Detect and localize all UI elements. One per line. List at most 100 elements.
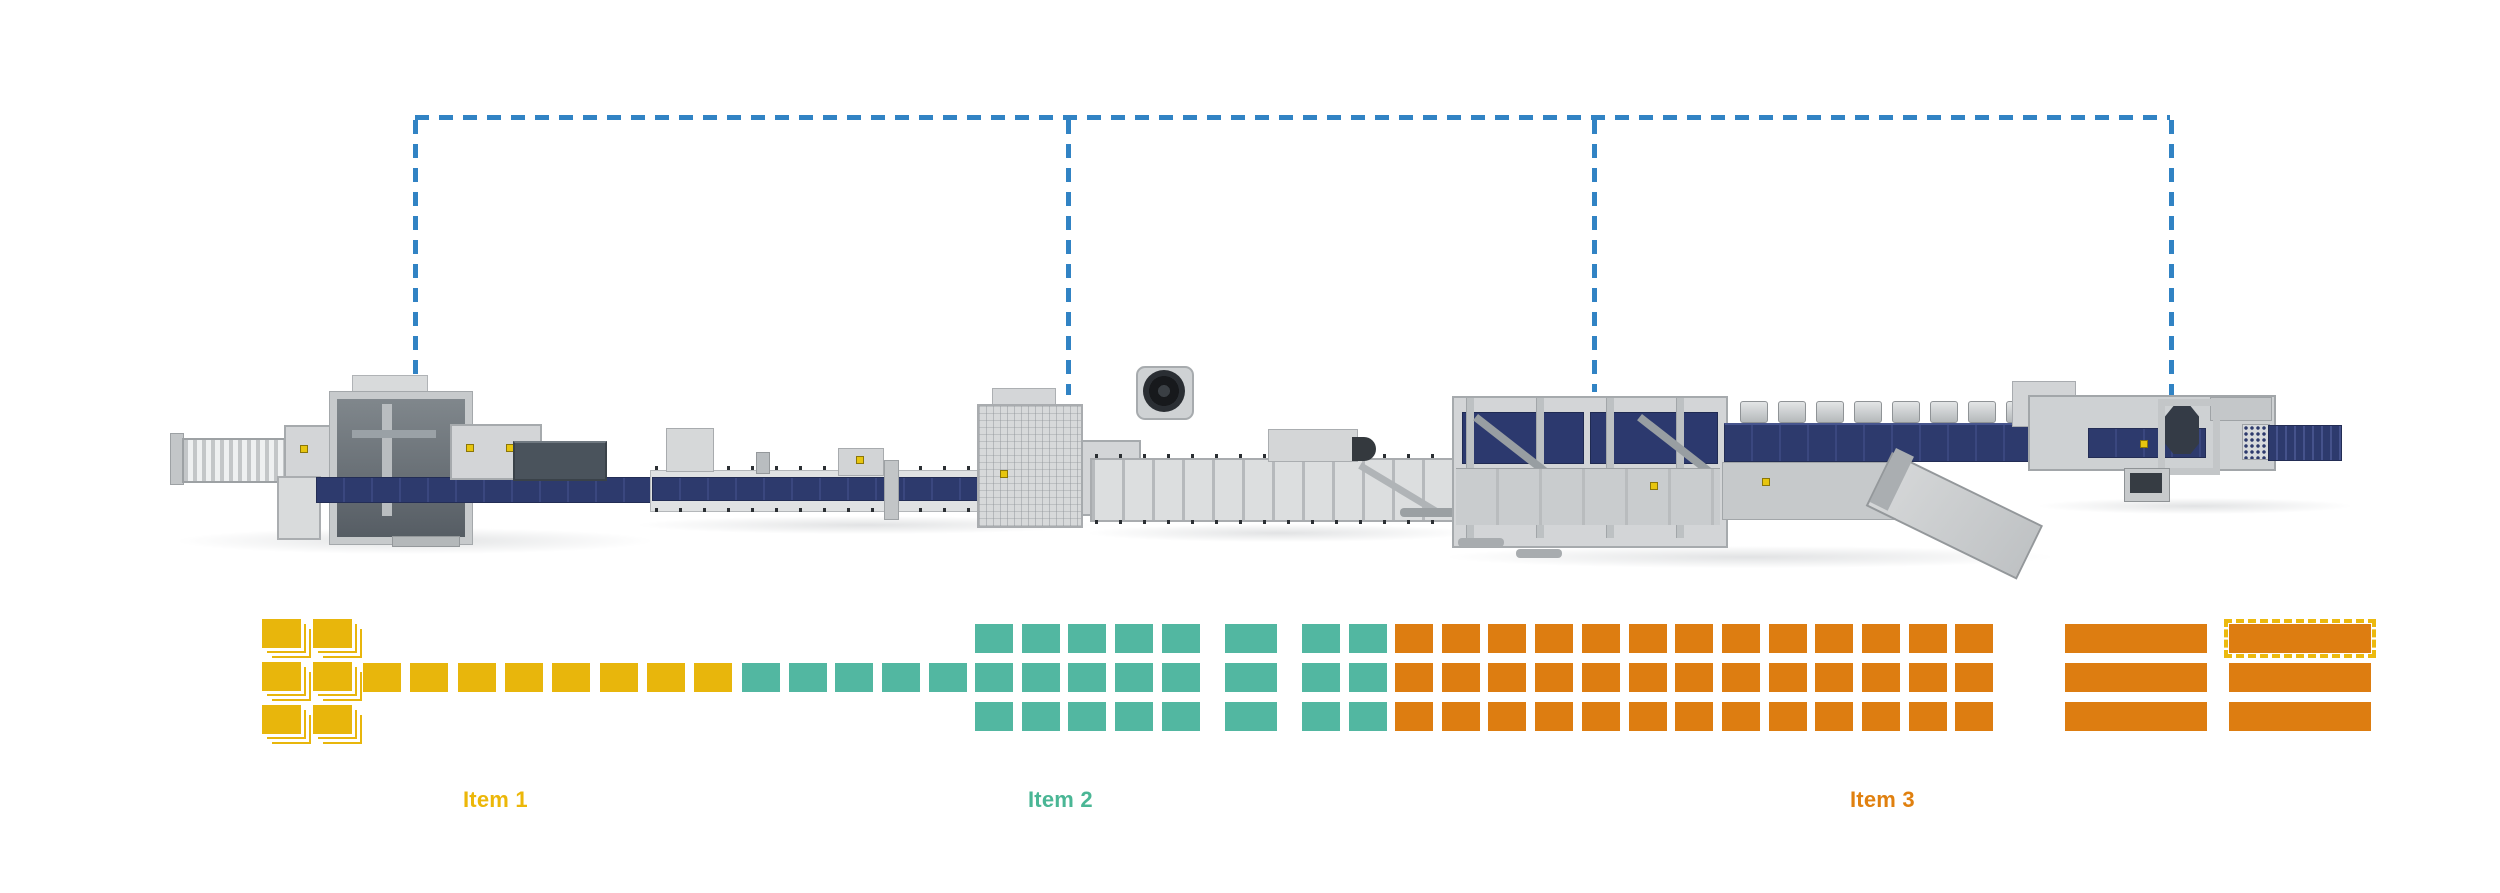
item2-grid-2-unit bbox=[1348, 702, 1387, 731]
roller-bolts bbox=[655, 508, 977, 512]
casepacker-portal-window bbox=[2165, 406, 2199, 454]
floor-shadow bbox=[1090, 524, 1470, 542]
item2-grid-unit bbox=[1115, 624, 1154, 653]
item3-grid-unit bbox=[1581, 624, 1620, 653]
tunnel-top-box bbox=[1268, 429, 1358, 462]
item2-grid-unit bbox=[1068, 702, 1107, 731]
item3-bar-group-2-unit bbox=[2229, 702, 2371, 731]
control-cabinet bbox=[977, 404, 1083, 528]
exit-roller-conveyor bbox=[2268, 425, 2342, 461]
warning-sticker-icon bbox=[2140, 440, 2148, 448]
item1-pallet-stacks-unit bbox=[262, 619, 301, 648]
item3-grid-unit bbox=[1675, 702, 1714, 731]
item3-bar-group-1-unit bbox=[2065, 624, 2207, 653]
item2-grid-unit bbox=[1021, 624, 1060, 653]
item1-single-row-unit bbox=[694, 663, 733, 692]
casepacker-portal-frame bbox=[2158, 399, 2220, 475]
item3-bar-group-1-unit bbox=[2065, 663, 2207, 692]
item3-grid-unit bbox=[1955, 702, 1994, 731]
wrapper-foot bbox=[1458, 538, 1504, 547]
warning-sticker-icon bbox=[1000, 470, 1008, 478]
support-foot bbox=[1400, 508, 1458, 517]
item2-grid-unit bbox=[975, 663, 1013, 692]
item2-grid-unit bbox=[1068, 624, 1107, 653]
item3-bar-group-2-unit bbox=[2229, 663, 2371, 692]
item1-single-row-unit bbox=[599, 663, 638, 692]
hmi-screen bbox=[2130, 473, 2162, 493]
hopper-box bbox=[513, 441, 607, 481]
item3-grid-unit bbox=[1395, 702, 1433, 731]
item2-grid-unit bbox=[975, 702, 1013, 731]
wrapper-lower-band bbox=[1456, 468, 1720, 525]
casepacker-deck bbox=[2210, 397, 2272, 421]
floor-shadow bbox=[2040, 498, 2350, 514]
item1-single-row-unit bbox=[552, 663, 591, 692]
item3-grid-unit bbox=[1395, 624, 1433, 653]
item3-grid-unit bbox=[1908, 702, 1947, 731]
item2-grid-unit bbox=[1161, 702, 1200, 731]
item2-grid-2-unit bbox=[1348, 624, 1387, 653]
item3-grid-unit bbox=[1815, 624, 1854, 653]
item2-grid-unit bbox=[1161, 663, 1200, 692]
item3-grid-unit bbox=[1628, 624, 1667, 653]
item3-bar-group-1-unit bbox=[2065, 702, 2207, 731]
bracket-drop-line-3 bbox=[1592, 120, 1597, 392]
item3-grid-unit bbox=[1488, 702, 1527, 731]
item2-label: Item 2 bbox=[1028, 787, 1093, 812]
item2-single-row-unit bbox=[928, 663, 967, 692]
palletizer-cross-beam bbox=[352, 430, 436, 438]
tunnel-dark-guard bbox=[1352, 437, 1376, 461]
item3-grid-unit bbox=[1535, 663, 1574, 692]
item2-grid-2-unit bbox=[1302, 663, 1340, 692]
item1-pallet-stacks-unit bbox=[262, 705, 301, 734]
item3-grid-unit bbox=[1768, 702, 1807, 731]
item3-bar-group-2-unit bbox=[2229, 624, 2371, 653]
item2-grid-unit bbox=[1115, 702, 1154, 731]
item3-grid-unit bbox=[1815, 663, 1854, 692]
item2-grid-unit bbox=[1021, 702, 1060, 731]
item3-grid-unit bbox=[1908, 624, 1947, 653]
item1-single-row-unit bbox=[504, 663, 543, 692]
item3-grid-unit bbox=[1628, 663, 1667, 692]
item2-grid-unit bbox=[1161, 624, 1200, 653]
item2-wide-block-unit bbox=[1225, 624, 1277, 653]
item2-grid-2-unit bbox=[1302, 702, 1340, 731]
warning-sticker-icon bbox=[1650, 482, 1658, 490]
item2-wide-block-unit bbox=[1225, 663, 1277, 692]
warning-sticker-icon bbox=[300, 445, 308, 453]
station-cylinder bbox=[756, 452, 770, 474]
item1-pallet-stacks-unit bbox=[313, 662, 352, 691]
fan-unit-disc-icon bbox=[1143, 370, 1185, 412]
item2-grid-unit bbox=[1021, 663, 1060, 692]
station-box bbox=[666, 428, 714, 472]
item3-bar-group-2-selection-outline[interactable] bbox=[2224, 619, 2376, 658]
item3-grid-unit bbox=[1488, 624, 1527, 653]
item2-grid-2-unit bbox=[1348, 663, 1387, 692]
item3-grid-unit bbox=[1675, 624, 1714, 653]
item2-wide-block-unit bbox=[1225, 702, 1277, 731]
infeed-roller-conveyor bbox=[182, 438, 286, 483]
bracket-top-line bbox=[415, 115, 2170, 120]
warning-sticker-icon bbox=[856, 456, 864, 464]
item3-grid-unit bbox=[1955, 663, 1994, 692]
floor-bin bbox=[277, 476, 321, 540]
item3-grid-unit bbox=[1721, 624, 1760, 653]
item3-grid-unit bbox=[1955, 624, 1994, 653]
item1-pallet-stacks-unit bbox=[313, 705, 352, 734]
conveyor-motor bbox=[1968, 401, 1996, 423]
item3-grid-unit bbox=[1862, 663, 1900, 692]
item1-single-row-unit bbox=[457, 663, 496, 692]
conveyor-motor bbox=[1854, 401, 1882, 423]
perforated-panel bbox=[2242, 424, 2270, 460]
item1-single-row-unit bbox=[363, 663, 401, 692]
conveyor-motor bbox=[1740, 401, 1768, 423]
item1-pallet-stacks-unit bbox=[313, 619, 352, 648]
item3-grid-unit bbox=[1768, 624, 1807, 653]
item1-single-row-unit bbox=[410, 663, 449, 692]
palletizer-column bbox=[382, 404, 392, 516]
item3-grid-unit bbox=[1862, 702, 1900, 731]
item3-grid-unit bbox=[1908, 663, 1947, 692]
palletizer-floor-plate bbox=[392, 536, 460, 547]
item3-grid-unit bbox=[1581, 663, 1620, 692]
